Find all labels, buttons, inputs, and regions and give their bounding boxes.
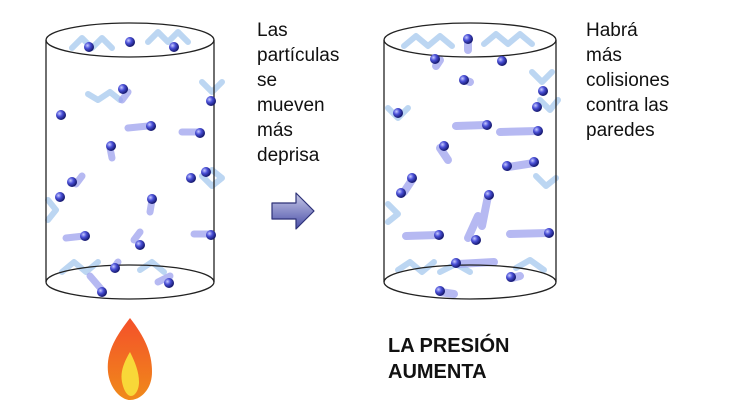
- caption-right-line: más: [586, 45, 622, 66]
- caption-left-line: deprisa: [257, 145, 320, 166]
- wall-waves-right: [385, 31, 561, 275]
- result-label: LA PRESIÓN AUMENTA: [388, 333, 510, 385]
- caption-left-line: se: [257, 70, 278, 91]
- caption-right-line: contra las: [586, 95, 669, 116]
- caption-right-line: paredes: [586, 120, 655, 141]
- caption-right-line: colisiones: [586, 70, 670, 91]
- particles-left: [55, 37, 216, 297]
- particles-right: [393, 34, 554, 296]
- cylinder-left: [45, 22, 225, 300]
- cylinder-left-outline: [45, 22, 215, 300]
- caption-left: Las partículas se mueven más deprisa: [257, 18, 339, 168]
- caption-left-line: más: [257, 120, 293, 141]
- caption-left-line: mueven: [257, 95, 325, 116]
- right-arrow-icon: [271, 192, 315, 230]
- caption-left-line: Las: [257, 20, 288, 41]
- caption-left-line: partículas: [257, 45, 340, 66]
- result-line: AUMENTA: [388, 361, 487, 383]
- cylinder-right: [383, 22, 561, 300]
- flame-icon: [107, 318, 152, 400]
- cylinder-right-outline: [383, 22, 557, 300]
- caption-right-line: Habrá: [586, 20, 638, 41]
- wall-waves-left: [45, 29, 225, 275]
- motion-trails-right: [400, 36, 552, 298]
- result-line: LA PRESIÓN: [388, 335, 510, 357]
- motion-trails-left: [62, 88, 214, 294]
- caption-right: Habrá más colisiones contra las paredes: [586, 18, 669, 143]
